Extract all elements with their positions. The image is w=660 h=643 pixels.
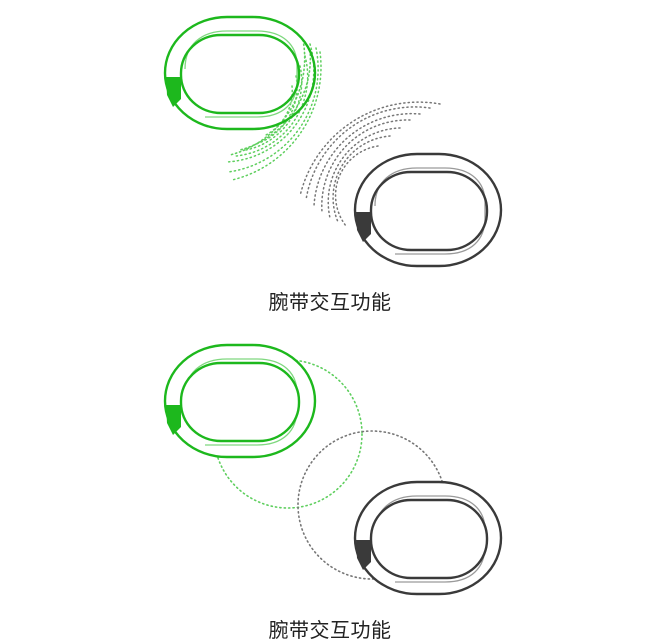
panel-1-passive-band xyxy=(353,152,503,268)
band-screen-icon xyxy=(356,540,371,570)
band-screen-icon xyxy=(166,405,181,435)
band-screen-icon xyxy=(356,212,371,242)
panel-2-active-band xyxy=(163,343,317,459)
panel-2-caption: 腕带交互功能 xyxy=(268,618,392,642)
panel-1-caption: 腕带交互功能 xyxy=(268,290,392,314)
panel-1-active-band xyxy=(163,15,317,131)
band-screen-icon xyxy=(166,77,181,107)
panel-1-signal-arcs xyxy=(225,39,441,227)
panel-2-passive-band xyxy=(353,480,503,596)
